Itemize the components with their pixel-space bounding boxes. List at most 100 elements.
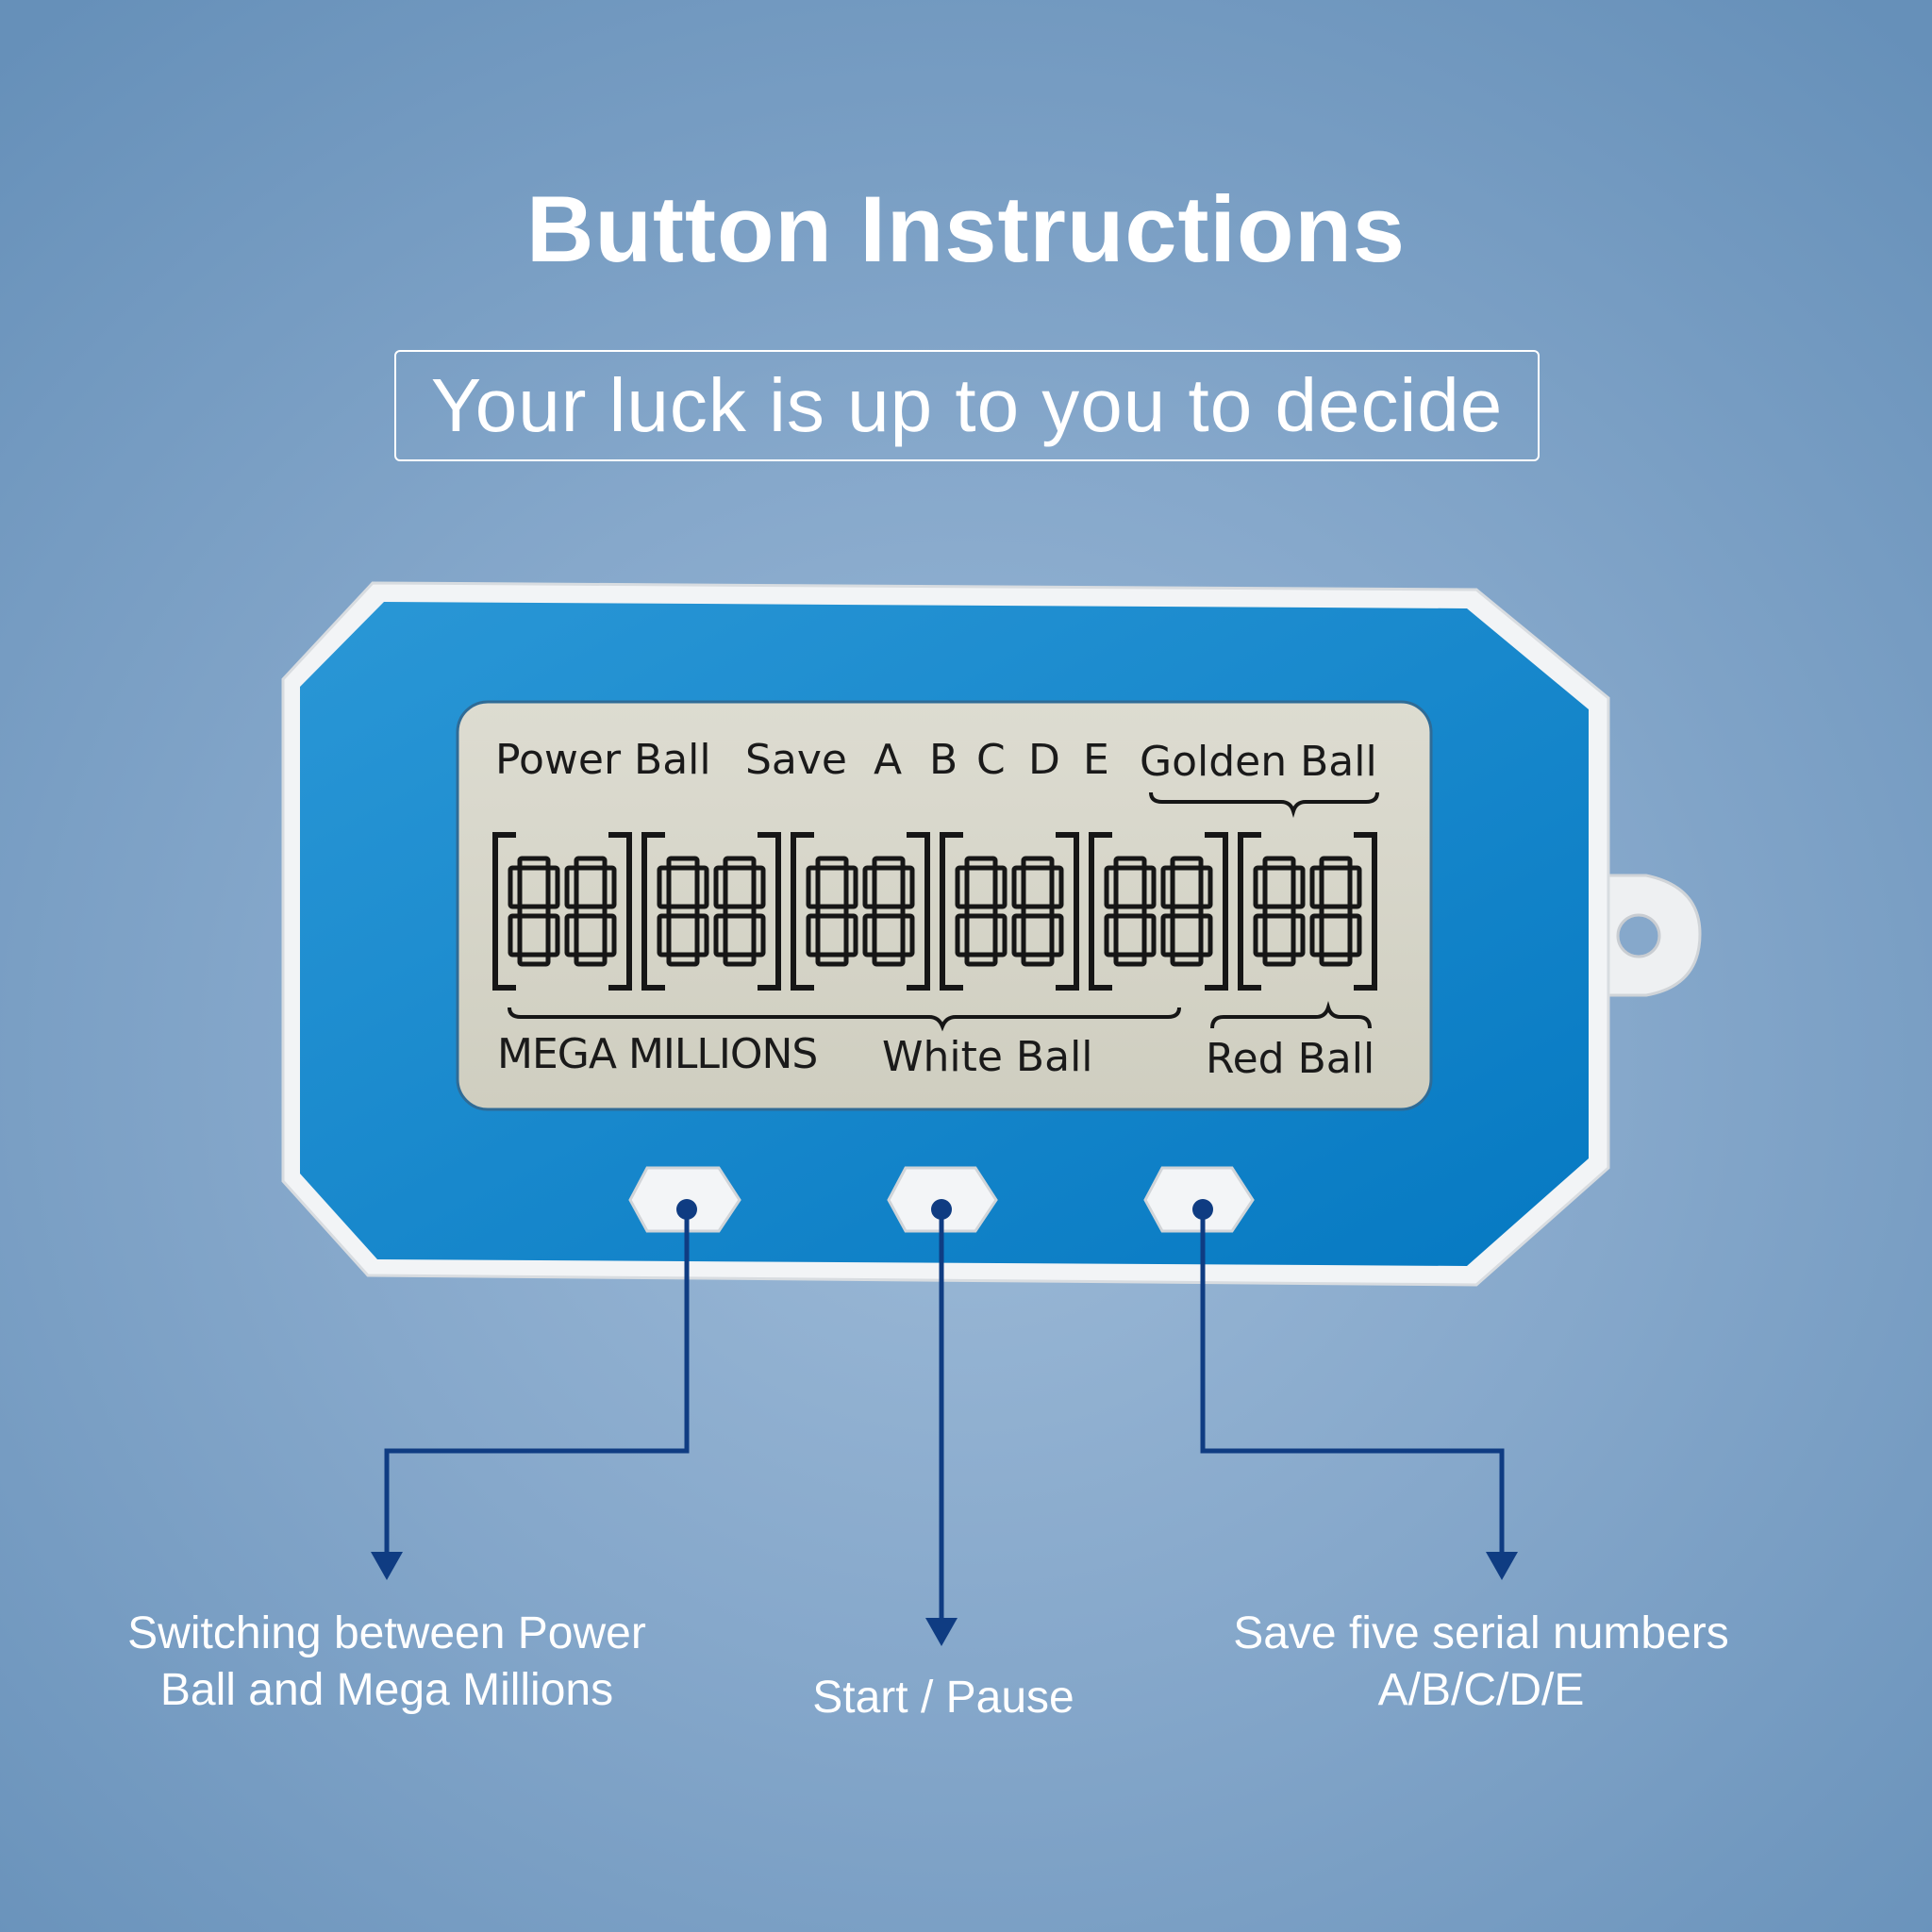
lcd-segment-2-2-f <box>713 865 728 909</box>
lcd-label-golden-ball: Golden Ball <box>1140 738 1377 786</box>
lcd-segment-3-2-c <box>900 913 915 958</box>
lcd-slot-a: A <box>874 736 903 784</box>
lcd-segment-4-2-f <box>1011 865 1026 909</box>
start-pause-caption-line1: Start / Pause <box>812 1673 1074 1723</box>
lcd-segment-4-1-d <box>964 952 998 967</box>
save-leader-dot <box>1192 1199 1213 1220</box>
lcd-segment-5-2-c <box>1198 913 1213 958</box>
lcd-segment-1-2-g <box>574 904 608 919</box>
lcd-segment-6-1-e <box>1253 913 1268 958</box>
lcd-segment-4-2-d <box>1021 952 1055 967</box>
mode-switch-caption: Switching between Power Ball and Mega Mi… <box>57 1606 717 1719</box>
lcd-digit-group-5 <box>1089 832 1228 991</box>
lcd-segment-4-1-b <box>992 865 1008 909</box>
lcd-segment-1-2-a <box>574 856 608 871</box>
lcd-digit-bracket-1 <box>492 832 632 991</box>
lcd-segment-3-2-b <box>900 865 915 909</box>
start-pause-arrow-icon <box>925 1618 958 1646</box>
lcd-segment-1-1-c <box>545 913 560 958</box>
lcd-segment-6-1-f <box>1253 865 1268 909</box>
lcd-slot-c: C <box>976 736 1006 784</box>
lcd-segment-2-2-d <box>723 952 757 967</box>
start-pause-leader-dot <box>931 1199 952 1220</box>
lcd-digit-bracket-6 <box>1238 832 1377 991</box>
lcd-segment-1-1-b <box>545 865 560 909</box>
start-pause-caption: Start / Pause <box>708 1670 1179 1726</box>
lcd-segment-2-1-f <box>657 865 672 909</box>
lcd-segment-5-2-f <box>1160 865 1175 909</box>
lcd-segment-6-2-e <box>1309 913 1324 958</box>
lcd-segment-5-2-d <box>1170 952 1204 967</box>
lcd-segment-4-2-e <box>1011 913 1026 958</box>
lcd-segment-6-1-g <box>1262 904 1296 919</box>
subtitle-box: Your luck is up to you to decide <box>394 350 1540 461</box>
save-caption-line1: Save five serial numbers <box>1233 1608 1729 1658</box>
lcd-segment-1-1-d <box>517 952 551 967</box>
mode-switch-leader <box>384 1209 690 1555</box>
lcd-slot-d: D <box>1028 736 1060 784</box>
red-ball-brace <box>1210 1001 1372 1029</box>
lcd-digit-area <box>492 832 1377 991</box>
mode-switch-arrow-icon <box>371 1552 403 1580</box>
lcd-segment-2-2-e <box>713 913 728 958</box>
keychain-hole <box>1616 913 1661 958</box>
lcd-segment-6-2-d <box>1319 952 1353 967</box>
lcd-segment-6-2-g <box>1319 904 1353 919</box>
lcd-segment-2-1-e <box>657 913 672 958</box>
lcd-segment-6-1-d <box>1262 952 1296 967</box>
lcd-digit-bracket-3 <box>791 832 930 991</box>
lcd-segment-2-2-b <box>751 865 766 909</box>
lcd-label-white-ball: White Ball <box>882 1033 1093 1081</box>
lcd-segment-2-1-a <box>666 856 700 871</box>
lcd-segment-4-2-a <box>1021 856 1055 871</box>
lcd-digit-group-3 <box>791 832 930 991</box>
lcd-segment-6-1-c <box>1291 913 1306 958</box>
save-leader <box>1200 1209 1505 1555</box>
lcd-segment-4-2-b <box>1049 865 1064 909</box>
lcd-segment-5-2-g <box>1170 904 1204 919</box>
lcd-digit-group-2 <box>641 832 781 991</box>
save-caption-line2: A/B/C/D/E <box>1377 1665 1585 1715</box>
mega-white-brace <box>508 1007 1181 1032</box>
lcd-segment-1-2-c <box>602 913 617 958</box>
lcd-label-power-ball: Power Ball <box>495 736 711 784</box>
lcd-segment-1-2-b <box>602 865 617 909</box>
lcd-segment-6-1-a <box>1262 856 1296 871</box>
lcd-segment-6-2-b <box>1347 865 1362 909</box>
lcd-segment-1-1-f <box>508 865 523 909</box>
lcd-digit-bracket-5 <box>1089 832 1228 991</box>
lcd-segment-1-2-e <box>564 913 579 958</box>
lcd-segment-1-2-d <box>574 952 608 967</box>
lcd-segment-5-1-c <box>1141 913 1157 958</box>
lcd-digit-group-4 <box>940 832 1079 991</box>
lcd-segment-3-2-g <box>872 904 906 919</box>
lcd-segment-3-2-f <box>862 865 877 909</box>
lcd-digit-bracket-4 <box>940 832 1079 991</box>
lcd-segment-1-1-a <box>517 856 551 871</box>
lcd-label-mega-millions: MEGA MILLIONS <box>497 1030 818 1078</box>
save-button[interactable] <box>1143 1166 1255 1233</box>
lcd-segment-6-1-b <box>1291 865 1306 909</box>
lcd-segment-4-1-c <box>992 913 1008 958</box>
page-title: Button Instructions <box>526 176 1406 281</box>
lcd-segment-5-1-g <box>1113 904 1147 919</box>
lcd-segment-4-1-e <box>955 913 970 958</box>
lcd-segment-5-1-a <box>1113 856 1147 871</box>
lcd-segment-3-2-e <box>862 913 877 958</box>
lcd-digit-group-6 <box>1238 832 1377 991</box>
subtitle: Your luck is up to you to decide <box>430 363 1504 447</box>
lcd-label-save: Save <box>745 736 848 784</box>
lcd-segment-5-1-b <box>1141 865 1157 909</box>
save-arrow-icon <box>1486 1552 1518 1580</box>
lcd-segment-1-1-e <box>508 913 523 958</box>
lcd-segment-3-2-d <box>872 952 906 967</box>
lcd-segment-3-1-a <box>815 856 849 871</box>
lcd-slot-e: E <box>1083 736 1109 784</box>
lcd-segment-6-2-c <box>1347 913 1362 958</box>
lcd-segment-5-2-e <box>1160 913 1175 958</box>
lcd-segment-1-2-f <box>564 865 579 909</box>
lcd-segment-5-2-a <box>1170 856 1204 871</box>
lcd-segment-3-1-c <box>843 913 858 958</box>
lcd-segment-5-2-b <box>1198 865 1213 909</box>
lcd-segment-2-1-c <box>694 913 709 958</box>
